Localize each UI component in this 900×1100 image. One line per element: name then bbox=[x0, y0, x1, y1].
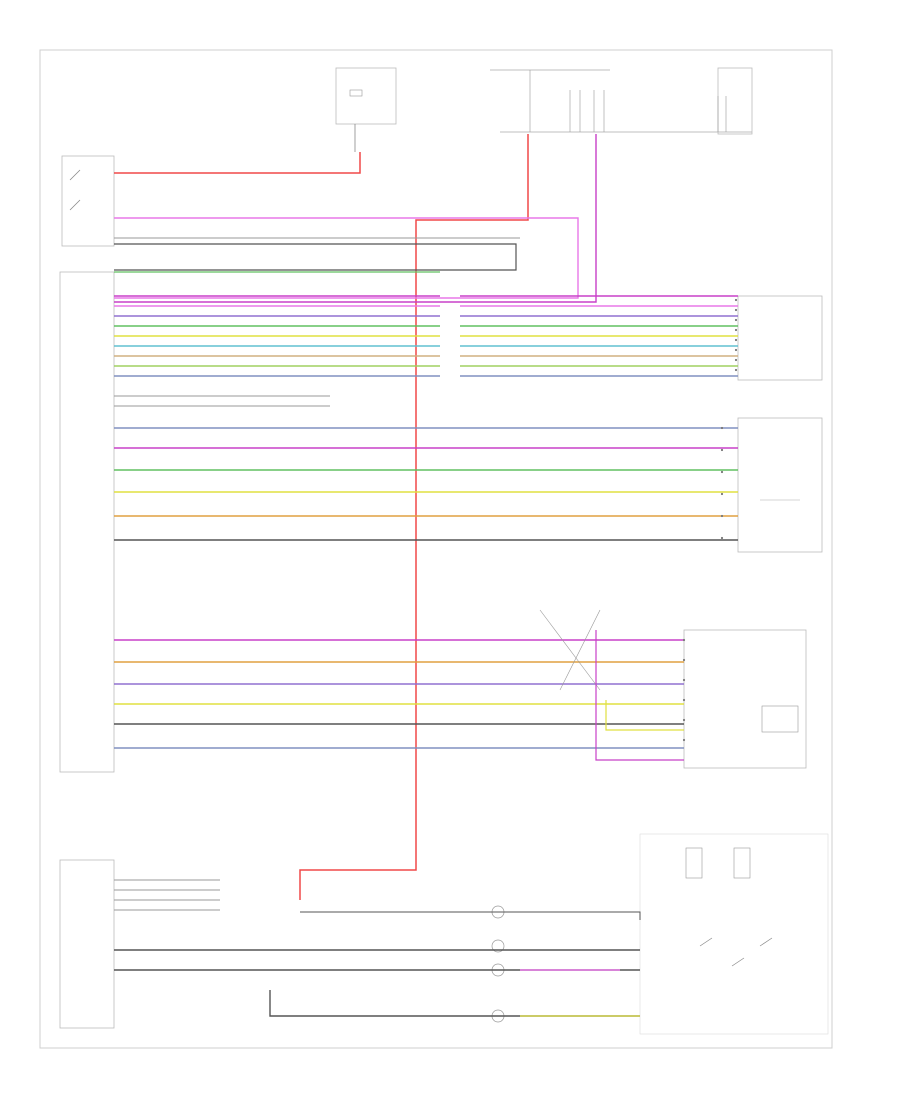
connector-pin bbox=[720, 470, 724, 474]
wire-yellow-lower bbox=[605, 700, 684, 731]
connector-pin bbox=[734, 368, 738, 372]
connector-pin bbox=[734, 348, 738, 352]
wire-diagonal-2 bbox=[559, 609, 601, 691]
wire-bottom-4 bbox=[300, 911, 641, 920]
connector-pin bbox=[720, 426, 724, 430]
wire-magenta-lower bbox=[595, 630, 684, 761]
wire-red-power bbox=[114, 152, 361, 174]
right-connector-middle bbox=[737, 417, 823, 553]
connector-pin bbox=[720, 448, 724, 452]
power-distribution-bus bbox=[490, 67, 753, 135]
connector-pin bbox=[682, 718, 686, 722]
right-connector-lower bbox=[683, 629, 807, 769]
page-frame bbox=[39, 49, 833, 1049]
lower-control-module bbox=[59, 859, 115, 1029]
connector-pin bbox=[682, 638, 686, 642]
connector-pin bbox=[682, 678, 686, 682]
connector-pin bbox=[734, 328, 738, 332]
fuse-box-top bbox=[335, 67, 397, 152]
connector-pin bbox=[682, 738, 686, 742]
left-switch-module bbox=[61, 155, 115, 247]
wire-traces bbox=[114, 134, 738, 1017]
connector-pin bbox=[734, 308, 738, 312]
connector-pin bbox=[734, 358, 738, 362]
connector-pin bbox=[734, 298, 738, 302]
connector-pin bbox=[720, 514, 724, 518]
wire-magenta bbox=[114, 134, 597, 303]
wire-diagonal-1 bbox=[539, 609, 601, 691]
connector-pin bbox=[720, 492, 724, 496]
wire-red-main bbox=[299, 134, 529, 900]
connector-pin bbox=[734, 318, 738, 322]
connector-pin bbox=[682, 698, 686, 702]
bottom-grounds bbox=[491, 905, 505, 1023]
connector-pin bbox=[734, 338, 738, 342]
right-connector-upper bbox=[737, 295, 823, 381]
connector-pin bbox=[720, 536, 724, 540]
main-control-module bbox=[59, 271, 115, 773]
bottom-right-switch-block bbox=[639, 833, 829, 1035]
wire-bottom-3 bbox=[269, 990, 640, 1017]
wire-dark-loop bbox=[114, 243, 517, 271]
wire-pink-loop bbox=[114, 217, 579, 299]
connector-pin bbox=[682, 658, 686, 662]
